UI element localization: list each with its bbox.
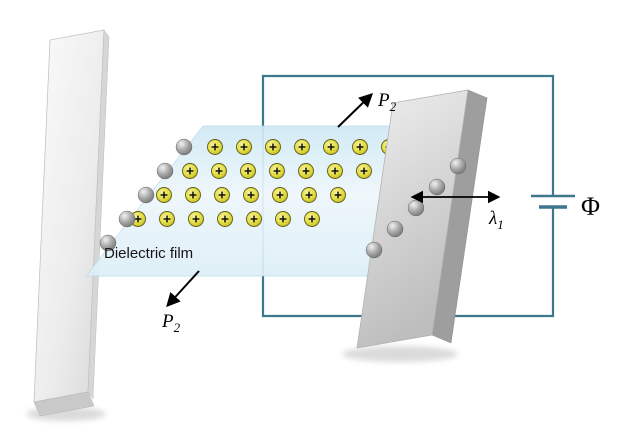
p2-label-bottom: P2 <box>161 311 181 335</box>
positive-charge-icon <box>265 139 281 155</box>
charge-sphere-icon <box>428 178 446 196</box>
positive-charge-icon <box>352 139 368 155</box>
charge-sphere-icon <box>449 157 467 175</box>
left-plate <box>33 29 110 417</box>
positive-charge-icon <box>211 163 227 179</box>
positive-charge-icon <box>272 187 288 203</box>
positive-charge-icon <box>236 139 252 155</box>
charge-sphere-icon <box>386 220 404 238</box>
lambda-base: λ <box>488 208 497 229</box>
lambda-sub: 1 <box>497 217 504 232</box>
charge-sphere-icon <box>137 186 155 204</box>
positive-charge-icon <box>330 187 346 203</box>
positive-charge-icon <box>294 139 310 155</box>
p2-top-base: P <box>377 90 390 111</box>
lambda-label: λ1 <box>488 208 504 232</box>
p2-label-top: P2 <box>377 90 397 114</box>
positive-charge-icon <box>298 163 314 179</box>
p2-bottom-base: P <box>161 311 174 332</box>
charge-sphere-icon <box>99 234 117 252</box>
positive-charge-icon <box>301 187 317 203</box>
right-plate-shadow <box>342 346 458 362</box>
p2-bottom-sub: 2 <box>174 320 181 335</box>
battery-symbol <box>531 194 575 209</box>
left-plate-bottom-edge <box>33 391 95 417</box>
positive-charge-icon <box>156 187 172 203</box>
positive-charge-icon <box>182 163 198 179</box>
p2-top-sub: 2 <box>390 99 397 114</box>
positive-charge-icon <box>214 187 230 203</box>
positive-charge-icon <box>356 163 372 179</box>
positive-charge-icon <box>304 211 320 227</box>
charge-sphere-icon <box>118 210 136 228</box>
positive-charge-icon <box>185 187 201 203</box>
right-plate-face <box>356 89 469 349</box>
positive-charge-icon <box>188 211 204 227</box>
p2-arrow-top <box>337 93 374 128</box>
film-caption: Dielectric film <box>104 245 193 262</box>
charge-sphere-icon <box>407 199 425 217</box>
left-spheres-layer <box>99 138 193 252</box>
positive-charge-icon <box>269 163 285 179</box>
charge-sphere-icon <box>365 241 383 259</box>
p2-arrow-bottom <box>166 270 200 308</box>
positive-charge-icon <box>246 211 262 227</box>
positive-charge-icon <box>243 187 259 203</box>
positive-charges-layer <box>130 139 397 227</box>
charge-sphere-icon <box>175 138 193 156</box>
charge-sphere-icon <box>156 162 174 180</box>
positive-charge-icon <box>207 139 223 155</box>
positive-charge-icon <box>323 139 339 155</box>
positive-charge-icon <box>159 211 175 227</box>
phi-label: Φ <box>581 192 600 221</box>
positive-charge-icon <box>240 163 256 179</box>
positive-charge-icon <box>275 211 291 227</box>
positive-charge-icon <box>217 211 233 227</box>
positive-charge-icon <box>327 163 343 179</box>
right-plate <box>356 89 489 349</box>
